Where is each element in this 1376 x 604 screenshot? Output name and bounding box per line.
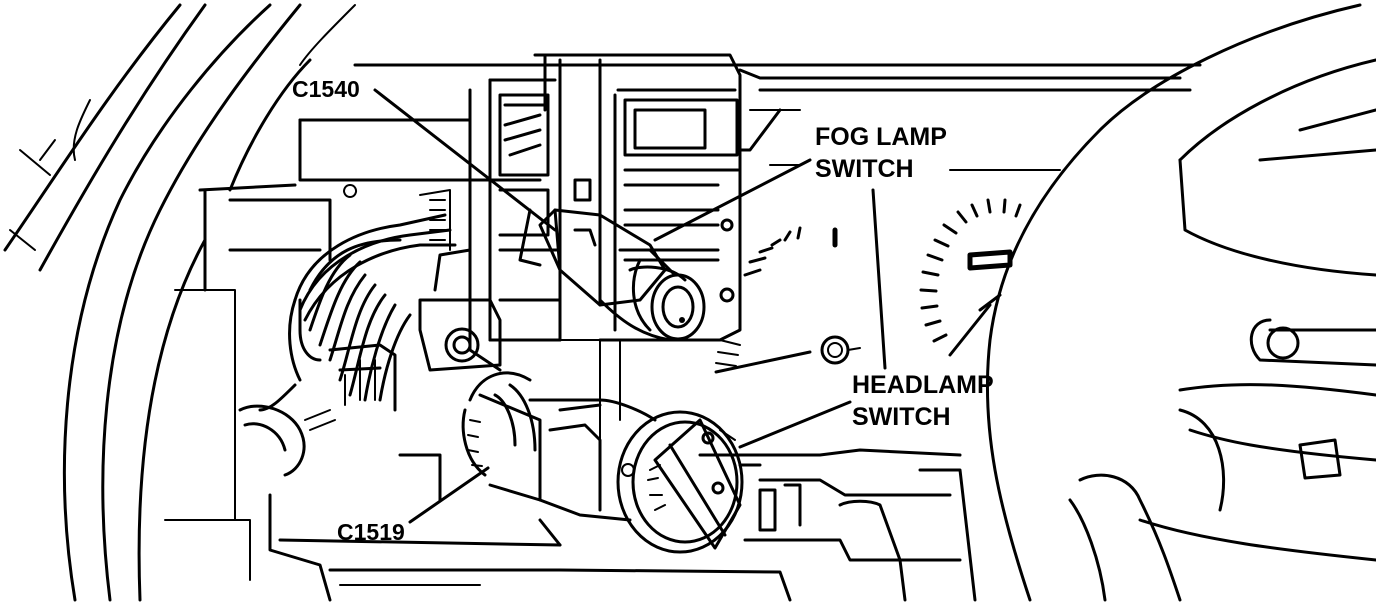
leader-fog-lamp bbox=[653, 158, 812, 242]
cluster-module bbox=[468, 53, 742, 342]
wiring-harness bbox=[238, 189, 457, 477]
fog-lamp-switch-assembly bbox=[518, 208, 706, 342]
label-fog-lamp-line2: SWITCH bbox=[815, 155, 914, 183]
leader-c1540 bbox=[373, 88, 557, 232]
label-headlamp-line2: SWITCH bbox=[852, 403, 951, 431]
label-headlamp-line1: HEADLAMP bbox=[852, 371, 994, 399]
leader-headlamp bbox=[738, 400, 852, 449]
leader-headlamp-upper bbox=[871, 188, 887, 370]
headlamp-switch-assembly bbox=[461, 371, 762, 554]
cluster-gauges bbox=[714, 198, 1022, 374]
label-fog-lamp-line1: FOG LAMP bbox=[815, 123, 947, 151]
lower-dash bbox=[268, 298, 977, 602]
mounting-bracket bbox=[418, 248, 502, 372]
steering-wheel bbox=[985, 3, 1376, 602]
label-c1540: C1540 bbox=[292, 76, 360, 102]
label-c1519: C1519 bbox=[337, 519, 405, 545]
dash-structure bbox=[198, 63, 1202, 292]
leader-c1519 bbox=[408, 466, 490, 524]
door-frame bbox=[3, 3, 356, 602]
leader-lines bbox=[373, 88, 887, 524]
callout-labels: C1540 FOG LAMP SWITCH HEADLAMP SWITCH C1… bbox=[292, 76, 994, 545]
